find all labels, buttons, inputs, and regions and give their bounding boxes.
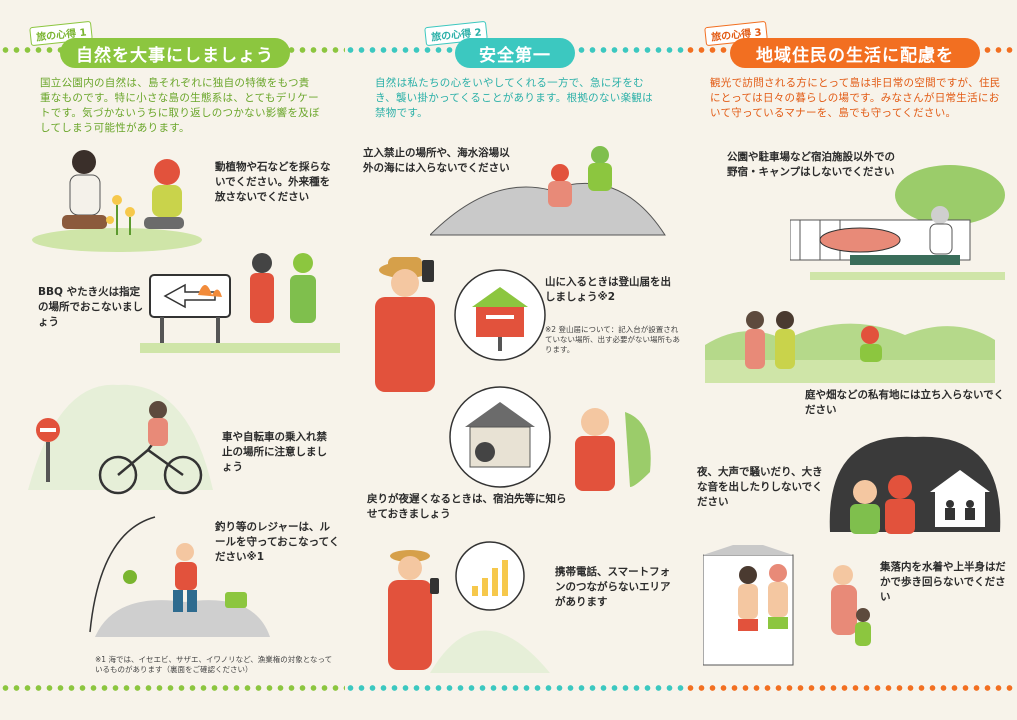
climbing-registration-box-icon [472, 287, 528, 351]
section-safety: 旅の心得 2 安全第一 自然は私たちの心をいやしてくれる一方で、急に牙をむき、襲… [345, 0, 685, 720]
section-nature: 旅の心得 1 自然を大事にしましょう 国立公園内の自然は、島それぞれに独自の特徴… [0, 0, 345, 720]
item-caption: 立入禁止の場所や、海水浴場以外の海には入らないでください [363, 147, 510, 174]
item-caption: 公園や駐車場など宿泊施設以外での野宿・キャンプはしないでください [727, 151, 895, 178]
item-caption: 夜、大声で騒いだり、大きな音を出したりしないでください [697, 466, 823, 508]
section-title: 地域住民の生活に配慮を [730, 38, 980, 68]
house-icon [930, 470, 990, 527]
section-local-life: 旅の心得 3 地域住民の生活に配慮を 観光で訪問される方にとって島は非日常の空間… [685, 0, 1017, 720]
signal-bars-icon [472, 560, 508, 596]
illustration-night-noise [829, 436, 1001, 534]
illustration-private-land [705, 311, 995, 383]
item-caption: BBQ やたき火は指定の場所でおこないましょう [38, 286, 143, 328]
illustration-swimsuit [703, 545, 871, 666]
illustration-bicycle [28, 384, 213, 495]
bottom-dotted-border [0, 684, 1017, 692]
item-caption: 庭や畑などの私有地には立ち入らないでください [805, 389, 1005, 416]
footnote: ※2 登山届について：記入台が設置されていない場所、出す必要がない場所もあります… [545, 325, 680, 354]
item-caption: 車や自転車の乗入れ禁止の場所に注意しましょう [222, 431, 327, 473]
illustration-phone-call [449, 386, 651, 491]
section-intro: 国立公園内の自然は、島それぞれに独自の特徴をもつ貴重なものです。特に小さな島の生… [40, 77, 320, 134]
section-title: 自然を大事にしましょう [60, 38, 290, 68]
no-entry-sign-icon [36, 418, 60, 442]
illustration-flowers [32, 150, 202, 252]
illustration-hiker [375, 257, 546, 392]
illustration-rocks [430, 146, 666, 236]
section-intro: 観光で訪問される方にとって島は非日常の空間ですが、住民にとっては日々の暮らしの場… [710, 77, 1001, 119]
section-title: 安全第一 [455, 38, 575, 68]
item-caption: 集落内を水着や上半身はだかで歩き回らないでください [880, 561, 1006, 603]
item-caption: 動植物や石などを採らないでください。外来種を放さないでください [215, 161, 331, 203]
illustration-camping [790, 165, 1005, 280]
item-caption: 携帯電話、スマートフォンのつながらないエリアがあります [555, 566, 671, 608]
illustration-no-signal [388, 541, 550, 673]
footnote: ※1 海では、イセエビ、サザエ、イワノリなど、漁業権の対象となっているものがあり… [95, 655, 333, 674]
item-caption: 戻りが夜遅くなるときは、宿泊先等に知らせておきましょう [367, 493, 567, 520]
illustration-bbq [140, 253, 340, 353]
item-caption: 釣り等のレジャーは、ルールを守っておこなってください※1 [215, 521, 340, 563]
section-intro: 自然は私たちの心をいやしてくれる一方で、急に牙をむき、襲い掛かってくることがあり… [375, 77, 653, 119]
illustration-fishing [89, 516, 270, 637]
item-caption: 山に入るときは登山届を出しましょう※2 [545, 276, 671, 303]
